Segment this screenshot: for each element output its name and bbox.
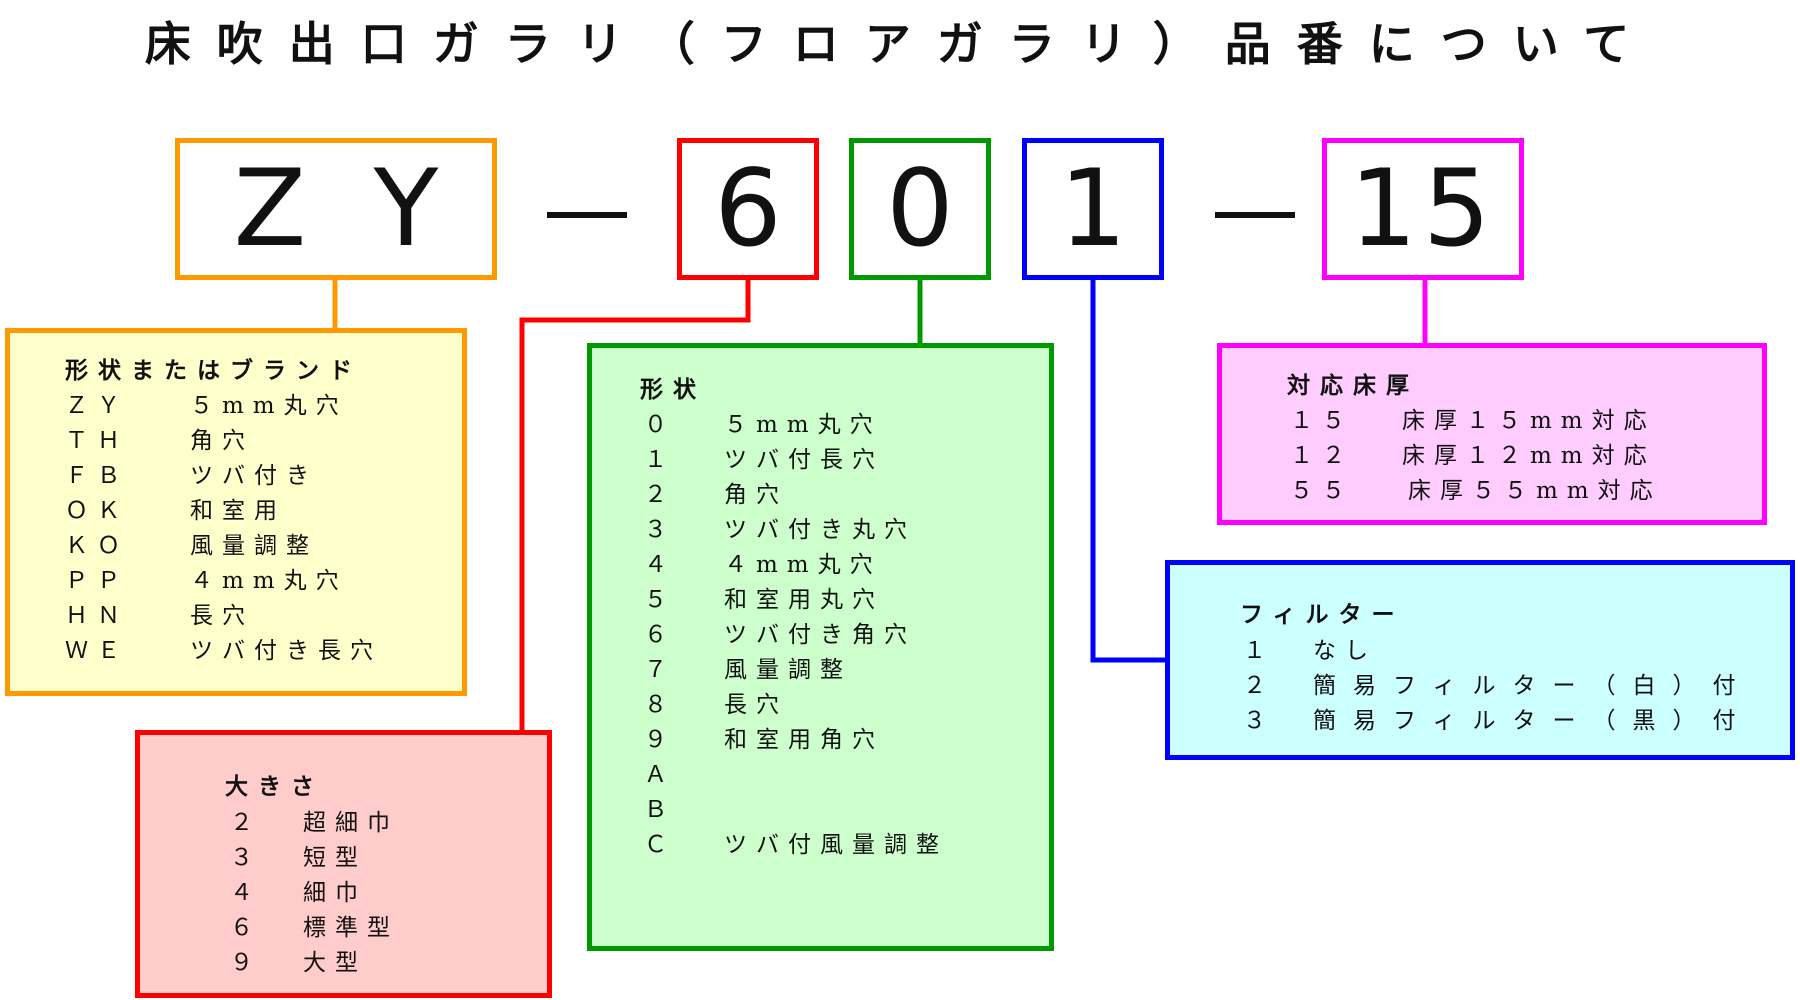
item-desc: 大型 — [303, 950, 367, 976]
item-desc: なし — [1313, 638, 1377, 664]
item-desc: ５mm丸穴 — [190, 393, 348, 419]
item-code: Ａ — [644, 762, 676, 788]
code-segment-brand: Z Y — [175, 138, 497, 280]
shape-panel: 形状 ０ ５mm丸穴 １ ツバ付長穴 ２ 角穴 ３ ツバ付き丸穴 ４ ４mm丸穴 ５ 和室用… — [587, 343, 1054, 951]
code-dash-2 — [1215, 212, 1295, 218]
item-desc: ツバ付長穴 — [724, 447, 884, 473]
item-desc: 短型 — [303, 845, 367, 871]
thickness-panel: 対応床厚 １５ 床厚１５mm対応 １２ 床厚１２mm対応 ５５ 床厚５５mm対応 — [1217, 343, 1767, 525]
item-code: ６ — [644, 622, 676, 648]
item-desc: 細巾 — [303, 880, 367, 906]
item-code: ９ — [644, 727, 676, 753]
item-desc: 超細巾 — [303, 810, 399, 836]
item-code: ９ — [230, 950, 262, 976]
item-code: １５ — [1290, 408, 1354, 434]
item-code: ８ — [644, 692, 676, 718]
shape-panel-title: 形状 — [640, 377, 706, 403]
size-panel-title: 大きさ — [225, 774, 324, 800]
size-panel: 大きさ ２ 超細巾 ３ 短型 ４ 細巾 ６ 標準型 ９ 大型 — [135, 730, 552, 998]
item-desc: 風量調整 — [190, 533, 318, 559]
item-code: ５ — [644, 587, 676, 613]
item-desc: ４mm丸穴 — [724, 552, 882, 578]
item-desc: ４mm丸穴 — [190, 568, 348, 594]
item-code: ３ — [1243, 708, 1283, 734]
item-code: ４ — [230, 880, 262, 906]
item-code: Ｃ — [644, 832, 676, 858]
item-code: Ｂ — [644, 797, 676, 823]
item-code: ２ — [644, 482, 676, 508]
code-segment-thickness: 15 — [1322, 138, 1524, 280]
item-desc: 簡易フィルター（白）付 — [1313, 673, 1753, 699]
thickness-panel-title: 対応床厚 — [1287, 373, 1419, 399]
item-desc: 角穴 — [724, 482, 788, 508]
item-desc: ５mm丸穴 — [724, 412, 882, 438]
item-code: ＫＯ — [65, 533, 129, 559]
item-desc: 長穴 — [190, 603, 254, 629]
item-code: ＷＥ — [65, 638, 129, 664]
item-code: ３ — [230, 845, 262, 871]
item-desc: 簡易フィルター（黒）付 — [1313, 708, 1753, 734]
item-code: ＰＰ — [65, 568, 129, 594]
item-code: ＦＢ — [65, 463, 129, 489]
item-desc: 角穴 — [190, 428, 254, 454]
code-segment-shape: 0 — [849, 138, 991, 280]
item-desc: ツバ付風量調整 — [724, 832, 948, 858]
item-desc: ツバ付き長穴 — [190, 638, 382, 664]
brand-panel-title: 形状またはブランド — [65, 358, 362, 384]
item-desc: ツバ付き — [190, 463, 318, 489]
item-code: ＴＨ — [65, 428, 129, 454]
item-desc: ツバ付き角穴 — [724, 622, 916, 648]
item-code: ＯＫ — [65, 498, 129, 524]
item-code: ５５ — [1290, 478, 1354, 504]
item-code: ＨＮ — [65, 603, 129, 629]
item-code: ０ — [644, 412, 676, 438]
item-code: ７ — [644, 657, 676, 683]
item-desc: 和室用角穴 — [724, 727, 884, 753]
item-desc: 標準型 — [303, 915, 399, 941]
item-code: ２ — [1243, 673, 1283, 699]
item-desc: 風量調整 — [724, 657, 852, 683]
item-code: ３ — [644, 517, 676, 543]
item-code: １ — [644, 447, 676, 473]
item-desc: 和室用 — [190, 498, 286, 524]
connector-filter — [1090, 280, 1167, 663]
code-segment-size: 6 — [677, 138, 819, 280]
item-desc: 長穴 — [724, 692, 788, 718]
item-desc: 床厚５５mm対応 — [1408, 478, 1662, 504]
code-segment-filter: 1 — [1022, 138, 1164, 280]
filter-panel: フィルター １ なし ２ 簡易フィルター（白）付 ３ 簡易フィルター（黒）付 — [1165, 560, 1795, 760]
code-dash-1 — [547, 212, 627, 218]
item-code: １ — [1243, 638, 1275, 664]
item-code: ２ — [230, 810, 262, 836]
page-title: 床吹出口ガラリ（フロアガラリ）品番について — [144, 17, 1656, 71]
item-desc: 和室用丸穴 — [724, 587, 884, 613]
item-desc: ツバ付き丸穴 — [724, 517, 916, 543]
brand-panel: 形状またはブランド ＺＹ ５mm丸穴 ＴＨ 角穴 ＦＢ ツバ付き ＯＫ 和室用 ＫＯ 風量… — [5, 328, 467, 696]
item-code: ＺＹ — [65, 393, 129, 419]
item-desc: 床厚１２mm対応 — [1402, 443, 1656, 469]
item-code: ６ — [230, 915, 262, 941]
item-code: １２ — [1290, 443, 1354, 469]
item-desc: 床厚１５mm対応 — [1402, 408, 1656, 434]
item-code: ４ — [644, 552, 676, 578]
filter-panel-title: フィルター — [1240, 602, 1405, 628]
